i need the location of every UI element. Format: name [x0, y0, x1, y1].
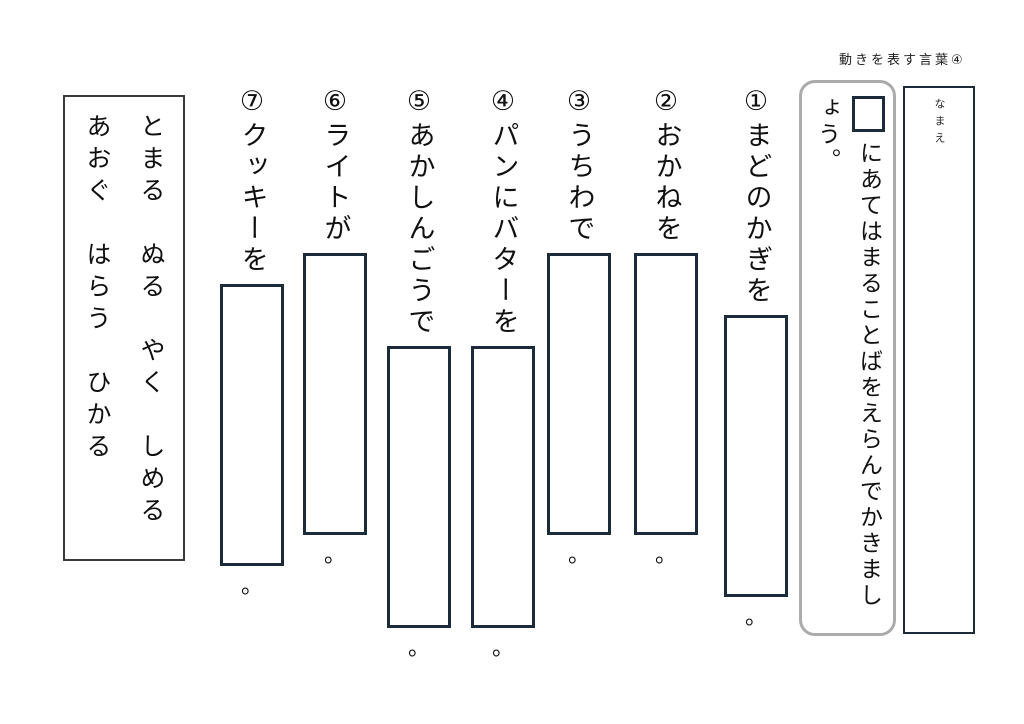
- page-title: 動きを表す言葉④: [839, 53, 966, 68]
- item-prompt-text: ③うちわで: [563, 86, 595, 245]
- question-item-7: ⑦クッキーを 。: [211, 86, 293, 600]
- answer-box-6[interactable]: [303, 253, 367, 535]
- answer-box-4[interactable]: [471, 346, 535, 628]
- item-prompt-text: ④パンにバターを: [487, 86, 519, 338]
- question-item-6: ⑥ライトが 。: [294, 86, 376, 569]
- word-bank-column-2: あおぐ はらう ひかる: [83, 113, 112, 465]
- period-mark: 。: [567, 543, 590, 568]
- answer-box-2[interactable]: [634, 253, 698, 535]
- period-mark: 。: [654, 543, 677, 568]
- period-mark: 。: [240, 574, 263, 599]
- instructions-flow: にあてはまることばをえらんでかきましょう。: [806, 96, 890, 620]
- item-prompt: パンにバターを: [487, 121, 519, 338]
- question-item-4: ④パンにバターを 。: [462, 86, 544, 662]
- period-mark: 。: [323, 543, 346, 568]
- item-number: ②: [650, 86, 682, 121]
- instructions-panel: にあてはまることばをえらんでかきましょう。: [799, 80, 896, 636]
- answer-box-3[interactable]: [547, 253, 611, 535]
- item-number: ⑥: [319, 86, 351, 121]
- question-item-3: ③うちわで 。: [538, 86, 620, 569]
- question-item-5: ⑤あかしんごうで 。: [378, 86, 460, 662]
- item-number: ④: [487, 86, 519, 121]
- word-bank-column-1: とまる ぬる やく しめる: [137, 113, 166, 529]
- answer-box-1[interactable]: [724, 315, 788, 597]
- item-prompt: まどのかぎを: [740, 121, 772, 307]
- item-prompt-text: ⑦クッキーを: [236, 86, 268, 276]
- question-item-2: ②おかねを 。: [625, 86, 707, 569]
- item-number: ③: [563, 86, 595, 121]
- period-mark: 。: [491, 636, 514, 661]
- name-label: なまえ: [933, 98, 946, 149]
- item-prompt: クッキーを: [236, 121, 268, 276]
- item-number: ①: [740, 86, 772, 121]
- blank-square-icon: [852, 96, 885, 132]
- item-prompt-text: ①まどのかぎを: [740, 86, 772, 307]
- item-prompt: うちわで: [563, 121, 595, 245]
- answer-box-7[interactable]: [220, 284, 284, 566]
- item-prompt: おかねを: [650, 121, 682, 245]
- item-prompt-text: ②おかねを: [650, 86, 682, 245]
- answer-box-5[interactable]: [387, 346, 451, 628]
- item-prompt-text: ⑤あかしんごうで: [403, 86, 435, 338]
- item-number: ⑦: [236, 86, 268, 121]
- word-bank-box: とまる ぬる やく しめる あおぐ はらう ひかる: [63, 95, 185, 561]
- instructions-text: にあてはまることばをえらんでかきましょう。: [813, 96, 882, 609]
- item-prompt-text: ⑥ライトが: [319, 86, 351, 245]
- word-bank-flow: とまる ぬる やく しめる あおぐ はらう ひかる: [70, 113, 178, 543]
- item-prompt: ライトが: [319, 121, 351, 245]
- item-prompt: あかしんごうで: [403, 121, 435, 338]
- question-item-1: ①まどのかぎを 。: [715, 86, 797, 631]
- name-field-box[interactable]: なまえ: [903, 86, 975, 634]
- item-number: ⑤: [403, 86, 435, 121]
- period-mark: 。: [744, 605, 767, 630]
- period-mark: 。: [407, 636, 430, 661]
